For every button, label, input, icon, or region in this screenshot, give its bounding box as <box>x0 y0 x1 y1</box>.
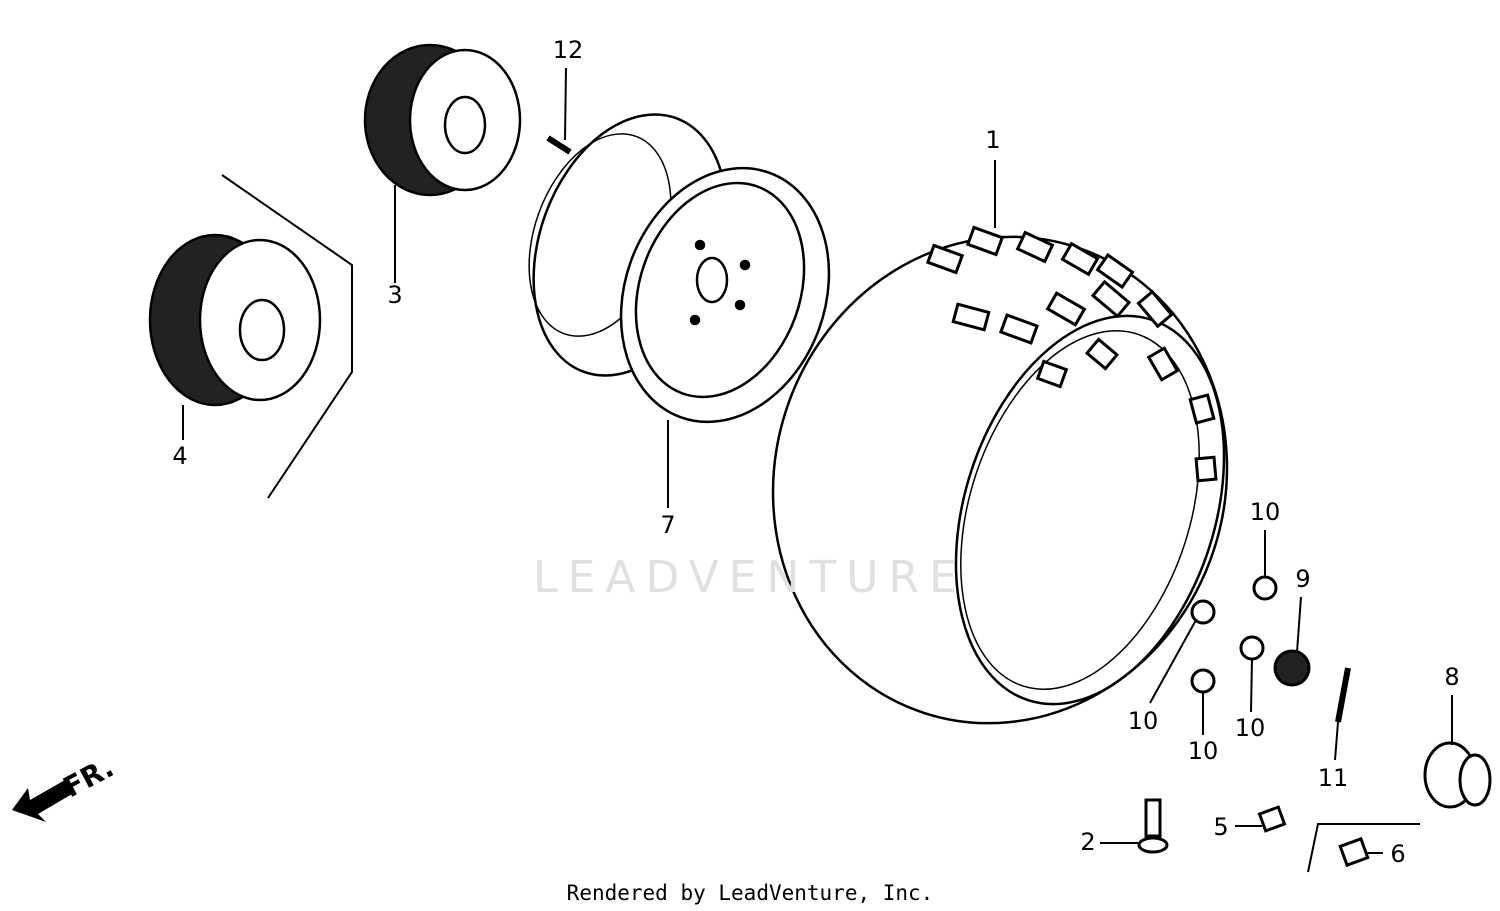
callout-number: 3 <box>387 281 402 309</box>
valve-drawing <box>1137 798 1370 868</box>
callout-number: 11 <box>1318 764 1349 792</box>
callout-pin: 11 <box>1318 721 1349 792</box>
rim-drawing <box>528 113 831 424</box>
hub-upper-drawing <box>363 43 522 197</box>
callout-bolt: 12 <box>553 36 584 141</box>
footer-credit: Rendered by LeadVenture, Inc. <box>567 881 934 905</box>
callout-number: 10 <box>1128 707 1159 735</box>
callout-rim: 7 <box>660 420 676 539</box>
front-direction-arrow: FR. <box>12 751 119 822</box>
leader-line <box>1296 596 1302 653</box>
callout-valve-stem: 2 <box>1080 828 1140 856</box>
leader-line <box>564 67 567 141</box>
cap-drawing <box>1423 741 1492 809</box>
callout-valve-core-nut: 6 <box>1365 840 1406 868</box>
tire-drawing <box>771 225 1229 725</box>
callout-nut: 10 <box>1188 692 1219 765</box>
callout-tire: 1 <box>985 126 1001 228</box>
callout-number: 10 <box>1250 498 1281 526</box>
callout-valve-cap: 5 <box>1213 813 1262 841</box>
callout-nut: 10 <box>1250 498 1281 578</box>
callout-nut: 10 <box>1128 619 1197 735</box>
callout-number: 10 <box>1188 737 1219 765</box>
callout-number: 4 <box>172 442 187 470</box>
callout-nut: 10 <box>1235 657 1266 742</box>
callout-hub-upper: 3 <box>387 185 403 309</box>
hub-lower-drawing <box>148 233 322 407</box>
callout-number: 2 <box>1080 828 1095 856</box>
watermark: LEADVENTURE <box>533 552 967 603</box>
callout-hub-lower: 4 <box>172 405 188 470</box>
pin-drawing <box>1335 667 1351 723</box>
arrow-icon <box>12 780 72 822</box>
nuts-drawing <box>1190 575 1311 694</box>
callout-number: 1 <box>985 126 1000 154</box>
callout-number: 6 <box>1390 840 1405 868</box>
bolt-drawing <box>546 135 572 155</box>
callout-number: 12 <box>553 36 584 64</box>
leader-line <box>1250 657 1253 713</box>
callout-number: 8 <box>1444 663 1459 691</box>
callout-number: 7 <box>660 511 675 539</box>
callout-cap: 8 <box>1444 663 1460 745</box>
callout-number: 9 <box>1295 565 1310 593</box>
group-bracket-small <box>1307 823 1420 873</box>
callout-number: 5 <box>1213 813 1228 841</box>
leader-line <box>1334 721 1339 761</box>
callout-number: 10 <box>1235 714 1266 742</box>
leader-line <box>1149 619 1197 704</box>
callout-nut-cap: 9 <box>1295 565 1311 653</box>
group-bracket <box>221 174 353 499</box>
